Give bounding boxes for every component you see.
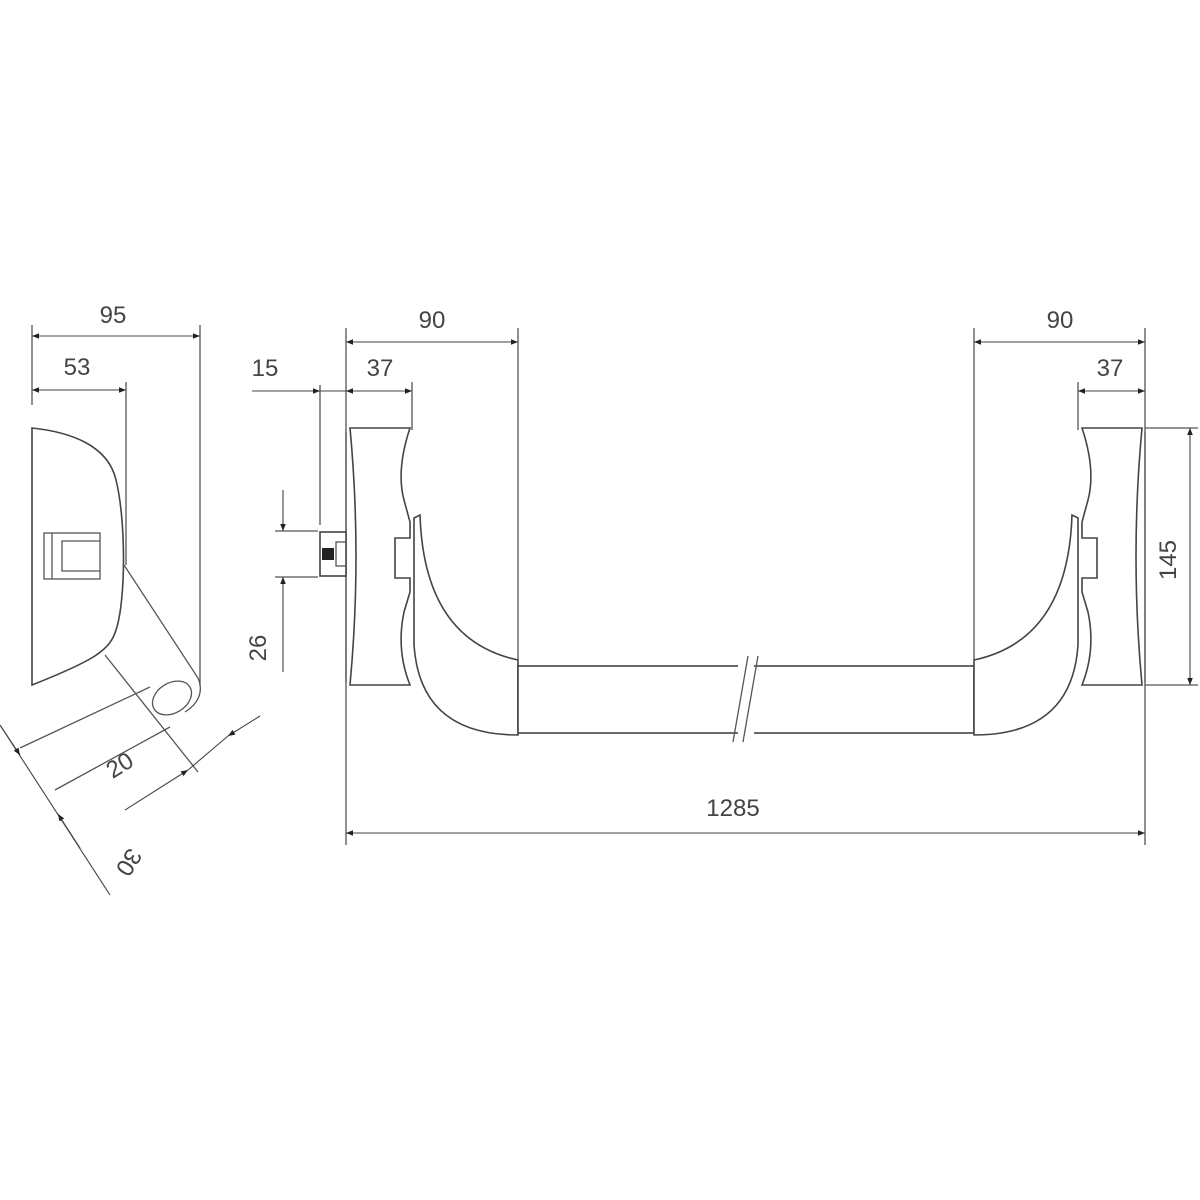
front-view: 90 37 15 26 bbox=[245, 307, 1198, 845]
right-end-plate bbox=[1080, 427, 1146, 686]
left-end-plate bbox=[345, 427, 412, 686]
left-arm bbox=[413, 513, 519, 736]
dim-label-left-37: 37 bbox=[367, 355, 394, 382]
side-slot-outline bbox=[43, 532, 101, 580]
dim-label-15: 15 bbox=[252, 355, 279, 382]
dim-label-30: 30 bbox=[110, 843, 147, 880]
side-handle-edge bbox=[123, 564, 201, 713]
side-view: 95 53 20 30 bbox=[0, 302, 261, 896]
dim-label-145: 145 bbox=[1155, 540, 1182, 580]
dim-label-left-90: 90 bbox=[419, 307, 446, 334]
left-spindle bbox=[319, 531, 347, 577]
dim-label-right-90: 90 bbox=[1047, 307, 1074, 334]
side-body-outline bbox=[31, 427, 125, 687]
right-arm bbox=[973, 513, 1079, 736]
dim-label-95: 95 bbox=[100, 302, 127, 329]
dim-label-53: 53 bbox=[64, 354, 91, 381]
dim-label-1285: 1285 bbox=[706, 795, 759, 822]
dim-label-20: 20 bbox=[102, 747, 139, 784]
side-handle-tube bbox=[151, 680, 193, 716]
dim-label-right-37: 37 bbox=[1097, 355, 1124, 382]
push-bar bbox=[517, 655, 975, 743]
dim-label-26: 26 bbox=[245, 635, 272, 662]
